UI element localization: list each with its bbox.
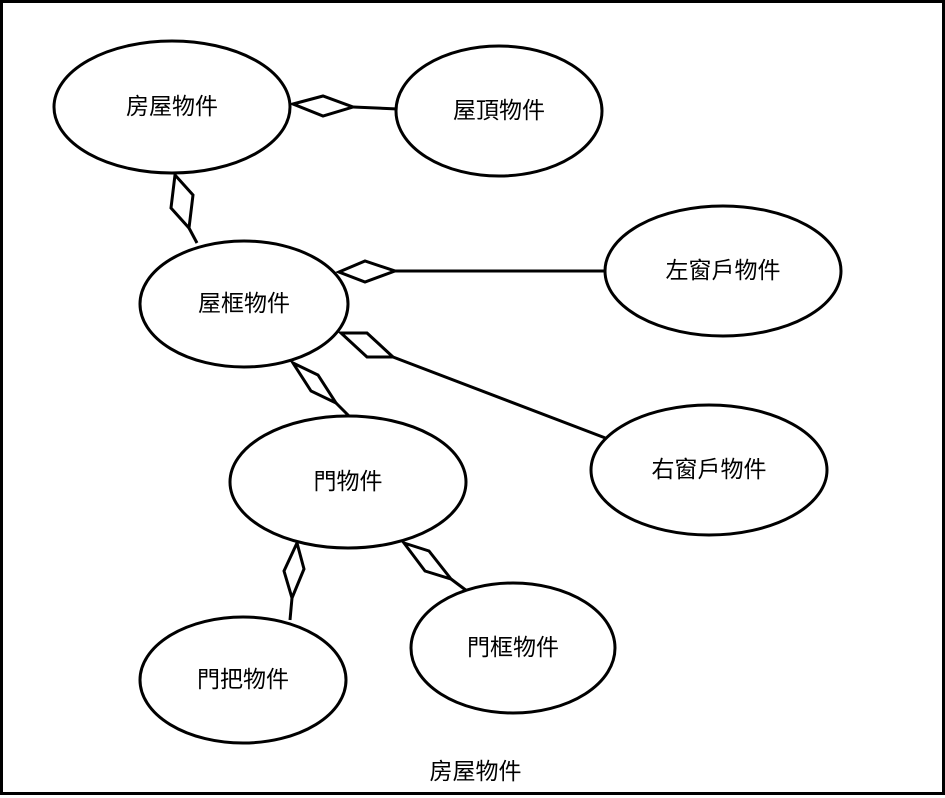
node-door-handle-label: 門把物件 bbox=[197, 667, 289, 693]
diamond-house-roof bbox=[288, 94, 358, 118]
node-house-shape bbox=[52, 39, 292, 175]
diamond-house-frame bbox=[169, 171, 195, 232]
diamond-door-frame bbox=[399, 540, 456, 582]
node-door-shape bbox=[228, 414, 468, 550]
diamond-frame-left-window bbox=[334, 259, 400, 284]
node-right-window: 右窗戶物件 bbox=[589, 403, 829, 537]
node-left-window-label: 左窗戶物件 bbox=[666, 258, 781, 284]
node-door-label: 門物件 bbox=[314, 469, 383, 495]
link-house-frame bbox=[187, 227, 199, 244]
node-frame-label: 屋框物件 bbox=[198, 291, 290, 317]
node-left-window: 左窗戶物件 bbox=[603, 204, 843, 338]
node-frame-shape bbox=[138, 239, 350, 369]
node-door-handle-shape bbox=[138, 615, 348, 745]
aggregation-diagram: 房屋物件 屋頂物件 屋框物件 左窗戶物件 右窗戶物件 門物件 門把物件 門框物 bbox=[52, 39, 843, 745]
diamond-frame-right-window bbox=[337, 331, 397, 359]
node-door-frame: 門框物件 bbox=[409, 581, 617, 715]
node-door-frame-label: 門框物件 bbox=[467, 635, 559, 661]
node-roof-label: 屋頂物件 bbox=[453, 98, 545, 124]
link-frame-right-window bbox=[392, 355, 609, 441]
node-door-frame-shape bbox=[409, 581, 617, 715]
diamond-door-handle bbox=[282, 538, 306, 603]
link-house-roof bbox=[352, 105, 399, 111]
node-roof: 屋頂物件 bbox=[394, 44, 604, 178]
node-roof-shape bbox=[394, 44, 604, 178]
node-frame: 屋框物件 bbox=[138, 239, 350, 369]
diamond-frame-door bbox=[288, 359, 341, 407]
node-right-window-shape bbox=[589, 403, 829, 537]
node-right-window-label: 右窗戶物件 bbox=[652, 457, 767, 483]
node-door: 門物件 bbox=[228, 414, 468, 550]
node-left-window-shape bbox=[603, 204, 843, 338]
node-door-handle: 門把物件 bbox=[138, 615, 348, 745]
node-house-label: 房屋物件 bbox=[126, 94, 218, 120]
diagram-caption: 房屋物件 bbox=[429, 759, 522, 785]
node-house: 房屋物件 bbox=[52, 39, 292, 175]
aggregation-diamonds bbox=[169, 94, 456, 603]
